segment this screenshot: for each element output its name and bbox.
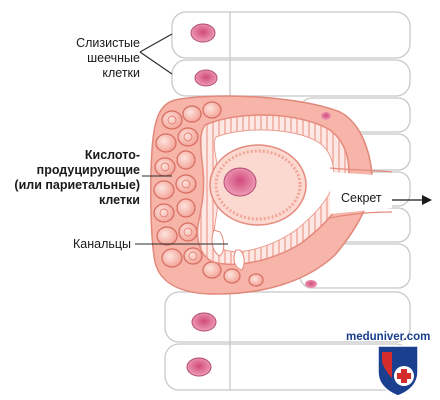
label-parietal-line-3: (или париетальные) [14,178,140,192]
label-parietal-line-2: продуцирующие [36,163,140,177]
watermark-site: meduniver.com [346,331,431,343]
leader-lines [135,33,228,245]
meduniver-logo-icon [377,345,419,397]
label-parietal-line-4: клетки [98,193,140,207]
label-mucous-line-2: шеечные [87,51,140,65]
lateral-cell-nuclei [305,112,331,288]
parietal-cells [153,101,264,287]
label-mucous-line-1: Слизистые [76,36,140,50]
label-parietal-line-1: Кислото- [84,148,140,162]
secret-arrow [392,195,432,205]
label-canaliculi: Канальцы [73,237,132,251]
central-cell [209,144,307,226]
label-parietal-cells: Кислото- продуцирующие (или париетальные… [4,148,140,208]
mucous-cell-nuclei-top [190,23,218,87]
central-cell-nucleus [223,167,257,197]
secretion-channel [330,172,392,214]
label-mucous-cells: Слизистые шеечные клетки [48,36,140,81]
label-mucous-line-3: клетки [102,66,140,80]
mucous-cell-nuclei-bottom [186,312,217,377]
canaliculi [211,229,245,271]
label-secret: Секрет [341,191,382,205]
parietal-cell-canal-dots [159,115,198,261]
